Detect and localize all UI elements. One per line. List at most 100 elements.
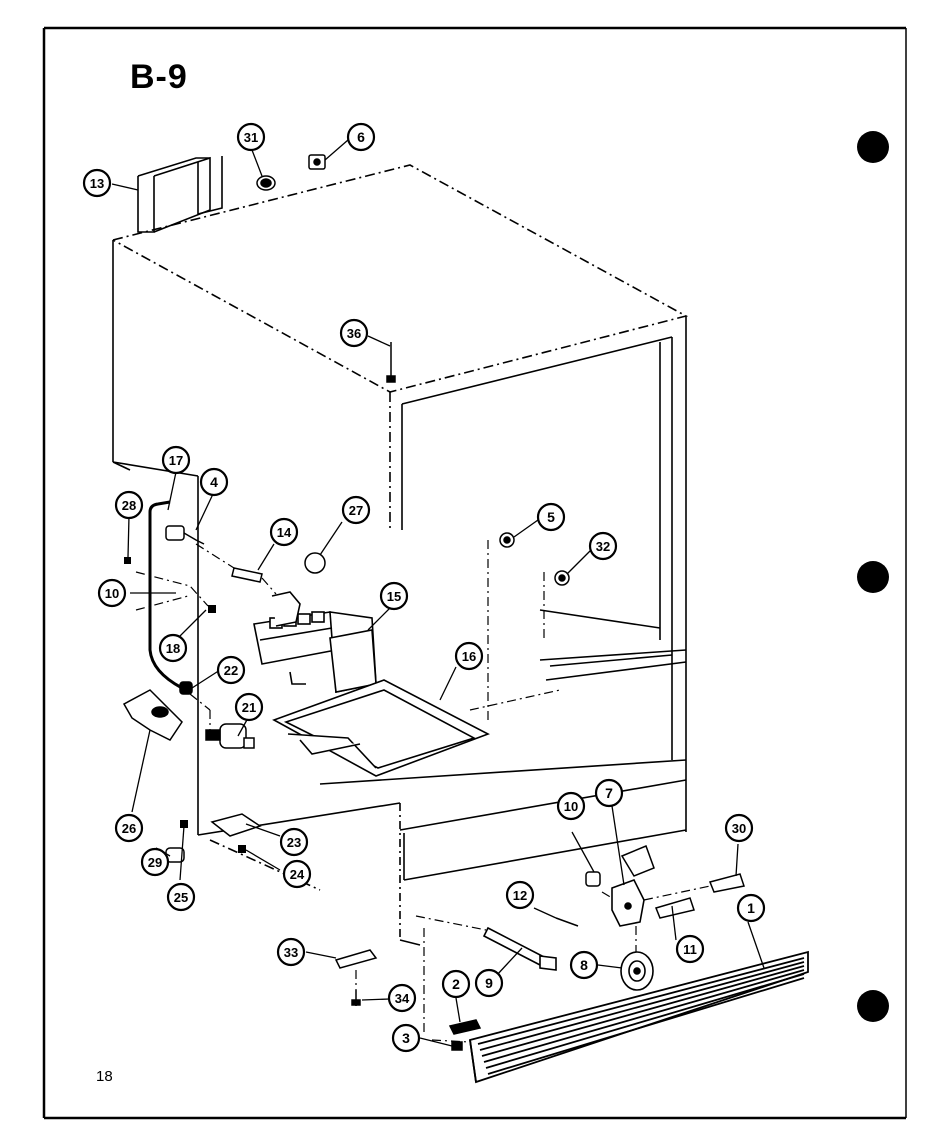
callout-4: 4 [199, 467, 229, 497]
callout-30: 30 [724, 813, 754, 843]
callout-12: 12 [505, 880, 535, 910]
pin-14 [231, 567, 263, 583]
plug-32 [554, 570, 570, 586]
ice-maker-15 [253, 591, 377, 693]
bracket-23 [210, 813, 262, 837]
callout-1: 1 [736, 893, 766, 923]
rear-bracket-13 [137, 156, 223, 233]
callout-2: 2 [441, 969, 471, 999]
clip-6 [308, 154, 326, 170]
page-title: B-9 [130, 58, 188, 96]
callout-circle [114, 813, 144, 843]
callout-11: 11 [675, 934, 705, 964]
callout-5: 5 [536, 502, 566, 532]
clip-3 [451, 1041, 463, 1051]
callout-number: 25 [174, 890, 188, 905]
screw-34 [351, 990, 361, 1006]
callout-21: 21 [234, 692, 264, 722]
callout-10: 10 [97, 578, 127, 608]
callout-28: 28 [114, 490, 144, 520]
callout-circle [556, 791, 586, 821]
callout-33: 33 [276, 937, 306, 967]
callout-number: 33 [284, 945, 298, 960]
clip-2 [448, 1019, 482, 1035]
callout-number: 21 [242, 700, 256, 715]
page-number: 18 [96, 1068, 113, 1085]
callout-10: 10 [556, 791, 586, 821]
callout-circle [82, 168, 112, 198]
callout-number: 1 [747, 900, 755, 916]
callout-number: 4 [210, 474, 218, 490]
plug-5 [499, 532, 515, 548]
callout-circle [675, 934, 705, 964]
callout-circle [569, 950, 599, 980]
callout-circle [97, 578, 127, 608]
callout-22: 22 [216, 655, 246, 685]
nut-10 [585, 871, 601, 887]
page-border [42, 26, 907, 1120]
cap-27 [304, 552, 326, 574]
binder-holes [857, 131, 889, 1022]
callout-circle [276, 937, 306, 967]
callout-number: 13 [90, 176, 104, 191]
valve-4 [165, 525, 205, 545]
callout-number: 10 [564, 799, 578, 814]
axle-11 [654, 897, 695, 919]
callout-circle [387, 983, 417, 1013]
callout-circle [199, 467, 229, 497]
callout-number: 8 [580, 957, 588, 973]
callout-13: 13 [82, 168, 112, 198]
callout-26: 26 [114, 813, 144, 843]
callout-34: 34 [387, 983, 417, 1013]
callout-circle [234, 692, 264, 722]
callout-15: 15 [379, 581, 409, 611]
callout-circle [724, 813, 754, 843]
callout-circle [282, 859, 312, 889]
callout-circle [269, 517, 299, 547]
ice-bin-16 [272, 679, 490, 777]
callout-circle [588, 531, 618, 561]
callout-number: 30 [732, 821, 746, 836]
callout-circle [594, 778, 624, 808]
callout-29: 29 [140, 847, 170, 877]
callout-9: 9 [474, 968, 504, 998]
callout-number: 10 [105, 586, 119, 601]
assembly-lines [135, 540, 711, 1043]
callout-number: 7 [605, 785, 613, 801]
callout-number: 34 [395, 991, 410, 1006]
callout-circle [216, 655, 246, 685]
callout-6: 6 [346, 122, 376, 152]
callout-number: 32 [596, 539, 610, 554]
callout-number: 24 [290, 867, 305, 882]
callout-17: 17 [161, 445, 191, 475]
callout-number: 18 [166, 641, 180, 656]
callout-number: 16 [462, 649, 476, 664]
leader-lines [111, 139, 765, 1047]
callout-number: 11 [683, 942, 697, 957]
callout-36: 36 [339, 318, 369, 348]
callout-circle [441, 969, 471, 999]
roller-bracket-7 [611, 879, 645, 927]
callout-circle [474, 968, 504, 998]
callout-number: 36 [347, 326, 361, 341]
callout-circle [236, 122, 266, 152]
callout-circle [166, 882, 196, 912]
grommet-31 [256, 175, 276, 191]
callout-number: 29 [148, 855, 162, 870]
callout-number: 15 [387, 589, 401, 604]
cabinet-outline [112, 164, 689, 946]
callout-number: 22 [224, 663, 238, 678]
callout-circle [114, 490, 144, 520]
callout-circle [454, 641, 484, 671]
callout-number: 31 [244, 130, 258, 145]
callout-number: 26 [122, 821, 136, 836]
callout-24: 24 [282, 859, 312, 889]
callout-layer: 1234567891010111213141516171821222324252… [82, 122, 766, 1053]
callout-number: 12 [513, 888, 527, 903]
callout-circle [391, 1023, 421, 1053]
callout-circle [346, 122, 376, 152]
callout-27: 27 [341, 495, 371, 525]
callout-number: 5 [547, 509, 555, 525]
callout-25: 25 [166, 882, 196, 912]
